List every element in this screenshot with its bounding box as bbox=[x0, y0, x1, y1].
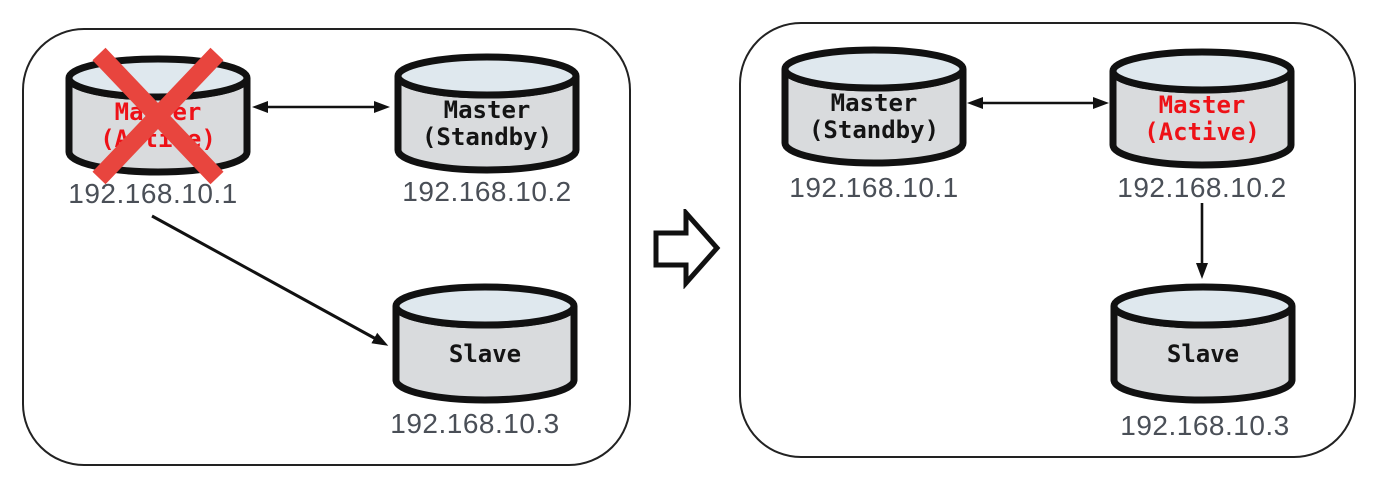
db-master-standby: Master (Standby) bbox=[392, 50, 582, 176]
ip-label: 192.168.10.2 bbox=[402, 176, 572, 207]
node-label-line1: Slave bbox=[1166, 339, 1240, 368]
node-label: Slave bbox=[390, 306, 580, 402]
node-label: Master (Standby) bbox=[392, 76, 582, 172]
db-master-active: Master (Active) bbox=[1107, 45, 1297, 171]
ip-label: 192.168.10.3 bbox=[1120, 410, 1290, 441]
sync-arrow-icon bbox=[967, 97, 1109, 109]
node-label-line2: (Active) bbox=[1144, 118, 1260, 146]
node-label-line2: (Standby) bbox=[421, 123, 553, 151]
database-cylinder-icon bbox=[1110, 283, 1296, 404]
node-label-line1: Slave bbox=[448, 339, 522, 368]
ip-label: 192.168.10.1 bbox=[68, 178, 238, 209]
ip-label: 192.168.10.3 bbox=[390, 408, 560, 439]
node-label-line1: Master bbox=[1158, 91, 1246, 119]
ip-label: 192.168.10.2 bbox=[1117, 172, 1287, 203]
node-label-line2: (Standby) bbox=[808, 116, 940, 144]
db-slave: Slave bbox=[1108, 280, 1298, 406]
database-cylinder-icon bbox=[394, 53, 580, 174]
database-cylinder-icon bbox=[781, 46, 967, 167]
database-cylinder-icon bbox=[392, 283, 578, 404]
node-label: Master (Standby) bbox=[779, 69, 969, 165]
node-label-line1: Master bbox=[830, 89, 918, 117]
node-label-line1: Master bbox=[443, 96, 531, 124]
failover-replication-arrow-icon bbox=[151, 214, 389, 346]
node-label: Slave bbox=[1108, 306, 1298, 402]
db-master-active-failed: Master (Active) bbox=[63, 47, 253, 185]
db-slave: Slave bbox=[390, 280, 580, 406]
node-label: Master (Active) bbox=[1107, 71, 1297, 167]
sync-arrow-icon bbox=[252, 101, 390, 113]
replication-arrow-icon bbox=[1196, 203, 1208, 279]
failure-x-icon bbox=[92, 47, 224, 185]
database-cylinder-icon bbox=[1109, 48, 1295, 169]
transition-arrow-icon bbox=[653, 209, 721, 289]
ip-label: 192.168.10.1 bbox=[789, 172, 959, 203]
db-master-standby: Master (Standby) bbox=[779, 43, 969, 169]
